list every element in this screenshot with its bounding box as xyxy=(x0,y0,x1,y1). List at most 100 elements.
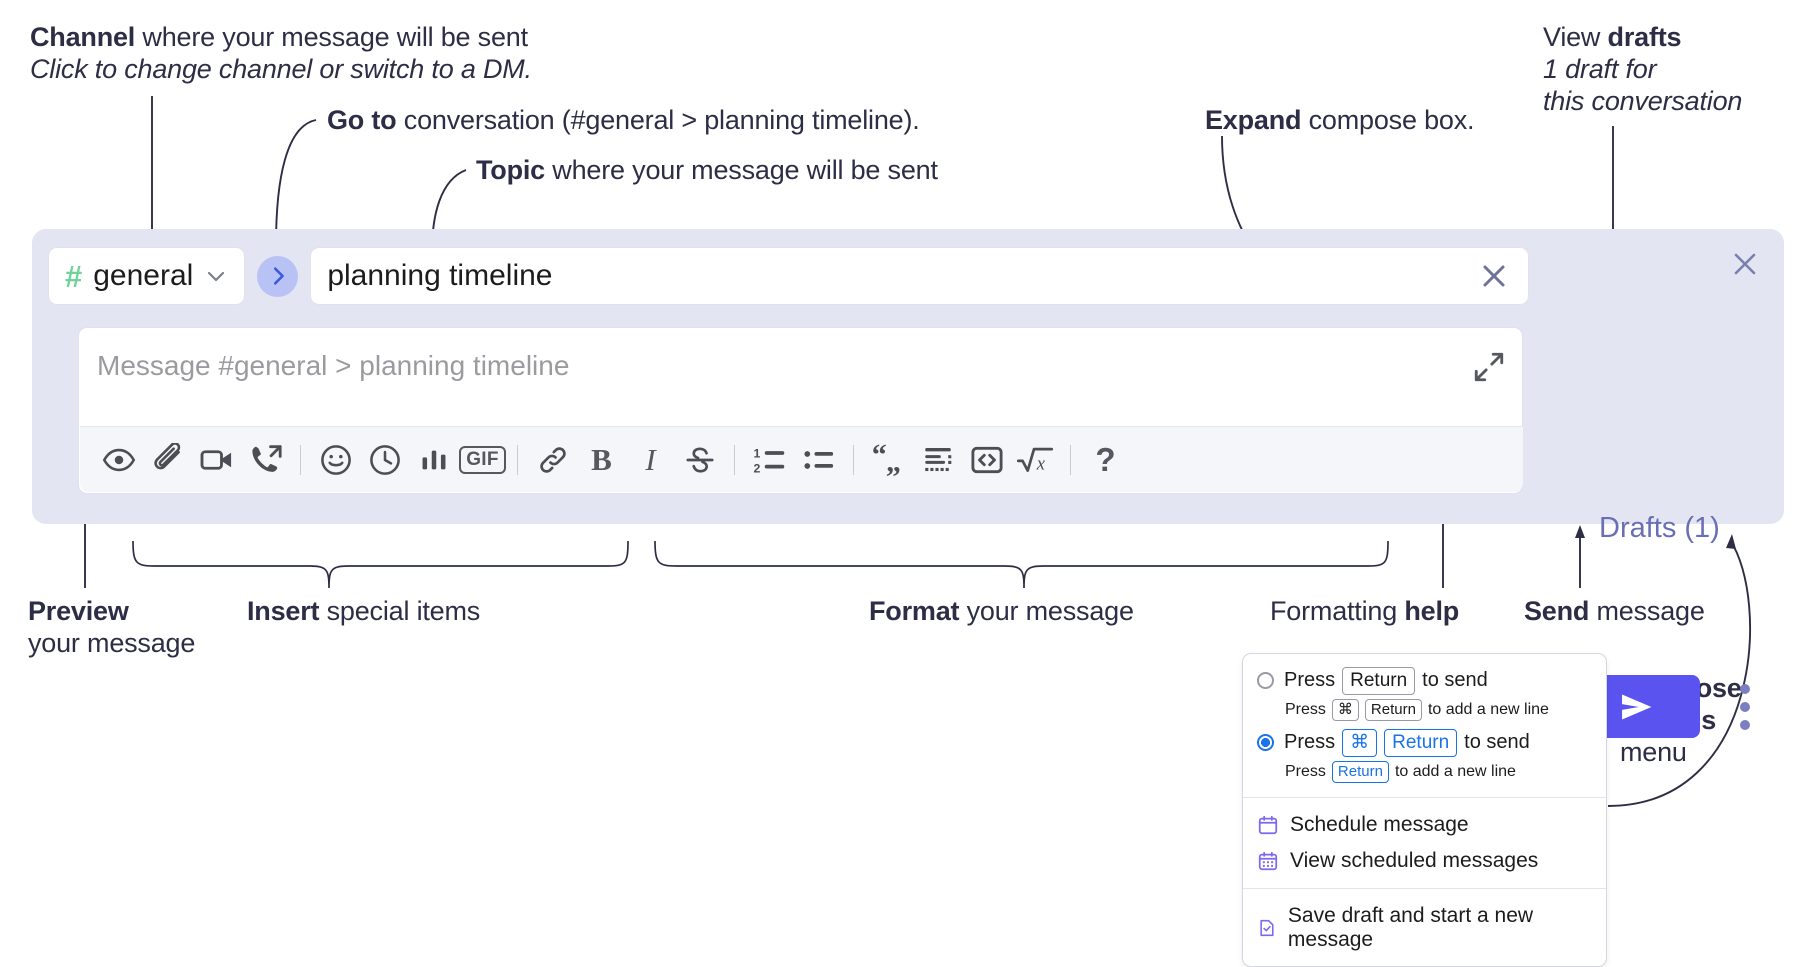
formatting-toolbar: GIF B I xyxy=(80,426,1523,492)
annotation-insert-bold: Insert xyxy=(247,596,320,626)
bulleted-list-icon[interactable] xyxy=(794,435,843,484)
key-return: Return xyxy=(1384,728,1458,757)
goto-conversation-button[interactable] xyxy=(257,255,299,297)
sub-suffix: to add a new line xyxy=(1394,762,1516,780)
italic-icon[interactable]: I xyxy=(626,435,675,484)
annotation-insert-rest: special items xyxy=(319,596,481,626)
math-icon[interactable]: x xyxy=(1011,435,1060,484)
annotation-format: Format your message xyxy=(869,596,1134,628)
channel-name: general xyxy=(93,259,194,292)
menu-divider xyxy=(1243,796,1606,798)
radio-button[interactable] xyxy=(1257,672,1274,690)
annotation-send: Send message xyxy=(1524,596,1705,628)
menu-item-view-scheduled[interactable]: View scheduled messages xyxy=(1243,843,1606,879)
chevron-right-icon xyxy=(273,267,284,285)
sub-suffix: to add a new line xyxy=(1427,700,1549,718)
annotation-expand: Expand compose box. xyxy=(1205,105,1475,137)
annotation-topic-bold: Topic xyxy=(476,155,545,185)
option-prefix: Press xyxy=(1284,731,1336,754)
send-paper-plane-icon xyxy=(1622,694,1652,719)
poll-bar-chart-icon[interactable] xyxy=(409,435,458,484)
annotation-help-lead: Formatting xyxy=(1270,596,1405,626)
attachment-icon[interactable] xyxy=(143,435,192,484)
chevron-down-icon xyxy=(208,271,225,282)
annotation-drafts-lead: View xyxy=(1543,22,1608,52)
radio-button-selected[interactable] xyxy=(1257,734,1274,752)
bold-icon[interactable]: B xyxy=(577,435,626,484)
radio-option-cmd-return-to-send[interactable]: Press ⌘ Return to send xyxy=(1243,726,1606,760)
topic-input[interactable]: planning timeline xyxy=(310,247,1530,305)
italic-label: I xyxy=(645,441,656,477)
blockquote-icon[interactable]: “ „ xyxy=(864,435,913,484)
key-return: Return xyxy=(1331,760,1389,783)
link-icon[interactable] xyxy=(528,435,577,484)
sub-prefix: Press xyxy=(1285,700,1326,718)
compose-header-row: # general planning timeline xyxy=(48,247,1530,305)
compose-options-menu: Press Return to send Press ⌘ Return to a… xyxy=(1242,653,1607,967)
menu-item-schedule-message[interactable]: Schedule message xyxy=(1243,807,1606,843)
annotation-formatting-help: Formatting help xyxy=(1270,596,1459,628)
menu-item-save-draft[interactable]: Save draft and start a new message xyxy=(1243,898,1606,958)
gif-icon[interactable]: GIF xyxy=(458,435,507,484)
ordered-list-icon[interactable]: 1 2 xyxy=(745,435,794,484)
svg-text:„: „ xyxy=(886,445,901,478)
option-label: Press ⌘ Return to send xyxy=(1284,728,1530,757)
annotation-goto: Go to conversation (#general > planning … xyxy=(327,105,920,137)
key-return: Return xyxy=(1364,698,1422,721)
svg-text:“: “ xyxy=(871,442,886,472)
option-suffix: to send xyxy=(1422,669,1488,692)
close-icon[interactable] xyxy=(1728,247,1762,281)
annotation-format-rest: your message xyxy=(959,596,1134,626)
svg-text:2: 2 xyxy=(753,461,760,475)
video-clip-icon[interactable] xyxy=(192,435,241,484)
hash-icon: # xyxy=(65,258,83,294)
help-icon[interactable]: ? xyxy=(1081,435,1130,484)
radio-option-return-to-send[interactable]: Press Return to send xyxy=(1243,664,1606,698)
annotation-send-bold: Send xyxy=(1524,596,1590,626)
audio-clip-icon[interactable] xyxy=(241,435,290,484)
key-return: Return xyxy=(1342,667,1416,695)
message-placeholder: Message #general > planning timeline xyxy=(97,350,570,381)
annotation-goto-bold: Go to xyxy=(327,105,397,135)
calendar-schedule-icon xyxy=(1258,815,1278,834)
preview-icon[interactable] xyxy=(94,435,143,484)
bold-label: B xyxy=(591,441,612,477)
kebab-dot xyxy=(1740,720,1750,730)
save-draft-icon xyxy=(1260,919,1274,936)
menu-divider xyxy=(1243,887,1606,889)
kebab-dot xyxy=(1740,702,1750,712)
annotation-channel: Channel where your message will be sent … xyxy=(30,22,532,86)
channel-selector[interactable]: # general xyxy=(48,247,246,305)
kebab-dot xyxy=(1740,684,1750,694)
gif-label: GIF xyxy=(459,445,506,474)
menu-item-label: View scheduled messages xyxy=(1290,848,1539,872)
option-label: Press Return to send xyxy=(1284,667,1488,695)
compose-panel: # general planning timeline Message #gen… xyxy=(32,229,1784,738)
annotation-preview: Preview your message xyxy=(28,596,195,660)
annotation-channel-italic: Click to change channel or switch to a D… xyxy=(30,53,532,84)
annotation-drafts-italic2: this conversation xyxy=(1543,85,1743,116)
annotation-expand-bold: Expand xyxy=(1205,105,1302,135)
inline-code-icon[interactable] xyxy=(962,435,1011,484)
annotation-insert: Insert special items xyxy=(247,596,480,628)
expand-icon[interactable] xyxy=(1472,350,1506,384)
message-input-box[interactable]: Message #general > planning timeline xyxy=(78,327,1523,494)
divider xyxy=(300,444,301,475)
strikethrough-icon[interactable] xyxy=(675,435,724,484)
code-block-icon[interactable] xyxy=(913,435,962,484)
annotation-channel-rest: where your message will be sent xyxy=(135,22,528,52)
emoji-icon[interactable] xyxy=(311,435,360,484)
divider xyxy=(734,444,735,475)
annotation-topic-rest: where your message will be sent xyxy=(545,155,938,185)
radio-option-sub-text: Press Return to add a new line xyxy=(1243,760,1606,788)
menu-item-label: Save draft and start a new message xyxy=(1287,903,1534,951)
compose-options-button[interactable] xyxy=(1734,684,1756,730)
drafts-link[interactable]: Drafts (1) xyxy=(1599,512,1720,544)
close-icon[interactable] xyxy=(1476,258,1512,294)
key-command: ⌘ xyxy=(1331,698,1359,721)
reminder-clock-icon[interactable] xyxy=(360,435,409,484)
svg-text:x: x xyxy=(1035,453,1045,474)
topic-value: planning timeline xyxy=(327,259,553,292)
sub-prefix: Press xyxy=(1285,762,1326,780)
annotation-help-bold: help xyxy=(1404,596,1460,626)
